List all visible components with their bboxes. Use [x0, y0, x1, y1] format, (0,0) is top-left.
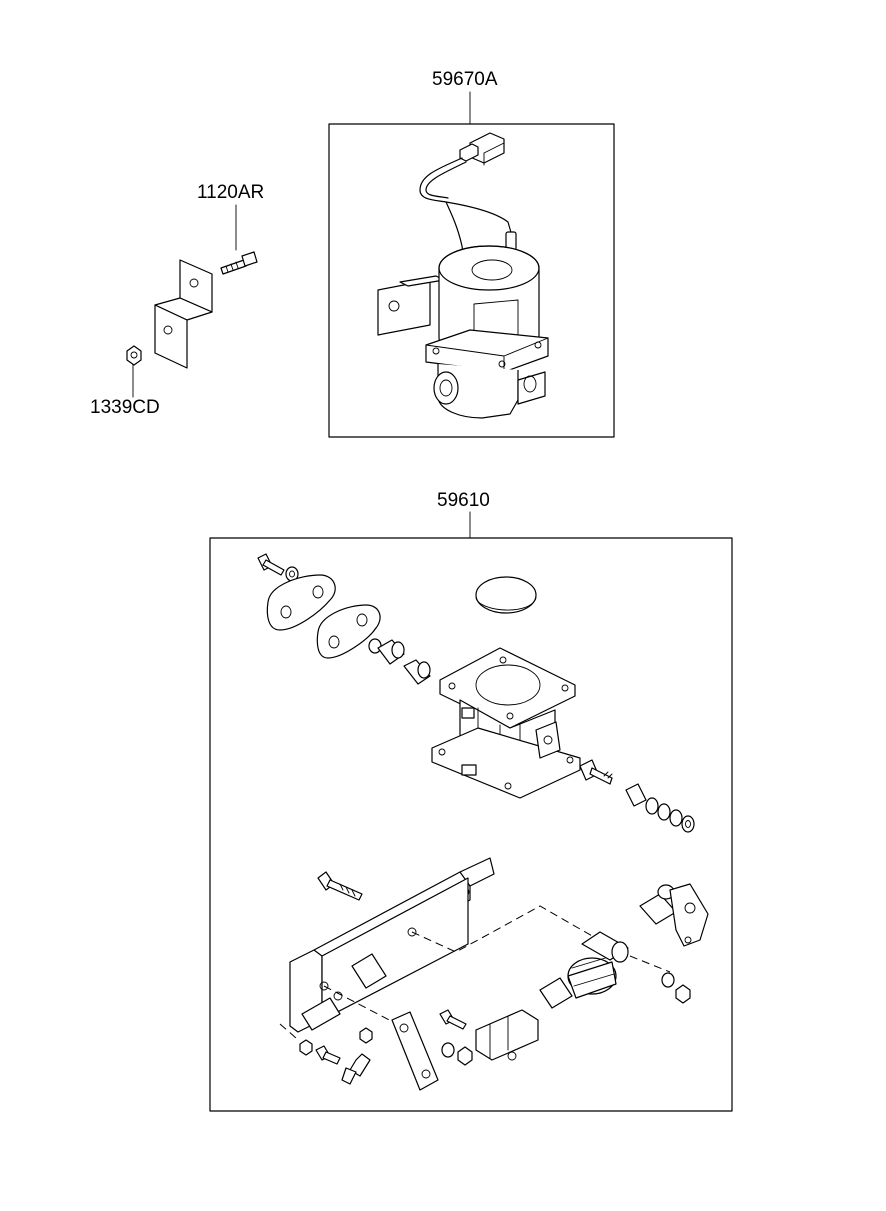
callout-1339cd: 1339CD — [90, 397, 160, 418]
callout-1120ar: 1120AR — [197, 182, 265, 203]
upper-components-drawing — [257, 553, 695, 833]
assembly-box-59670a — [328, 123, 615, 438]
solenoid-valve-drawing — [377, 132, 549, 419]
assembly-box-59610 — [209, 537, 733, 1112]
nut-icon — [126, 345, 142, 366]
pedal-linkage-drawing — [279, 857, 709, 1091]
callout-59610: 59610 — [437, 490, 490, 511]
bolt-icon — [220, 259, 247, 275]
callout-59670a: 59670A — [432, 69, 498, 90]
mounting-bracket-drawing — [126, 251, 258, 369]
